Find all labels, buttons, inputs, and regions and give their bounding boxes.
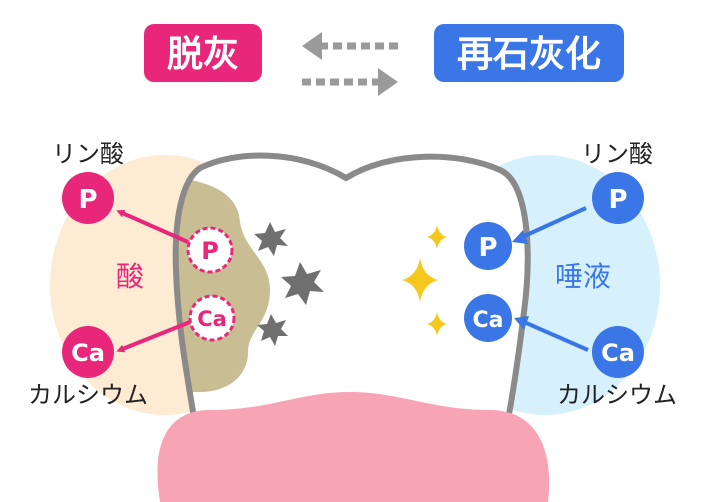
tooth-outline	[172, 152, 531, 433]
left-calcium-label: カルシウム	[28, 381, 148, 409]
sparkle-icon	[427, 225, 447, 249]
inner-left-calcium-symbol: Ca	[197, 307, 227, 331]
inner-right-calcium-symbol: Ca	[473, 308, 504, 333]
inner-right-calcium-ion	[464, 294, 512, 342]
damage-star-icon	[257, 314, 288, 346]
inner-left-phosphate-ion	[186, 226, 234, 274]
acid-label: 酸	[116, 260, 144, 293]
title-left-box	[144, 24, 262, 82]
title-left: 脱灰	[167, 34, 239, 75]
exchange-arrows	[302, 32, 398, 96]
inner-left-phosphate-symbol: P	[201, 237, 219, 265]
left-phosphate-ion	[62, 172, 114, 224]
left-phosphate-label: リン酸	[52, 140, 124, 168]
right-arrow-phosphate-head	[512, 230, 528, 244]
arrow-right-head	[378, 68, 398, 96]
right-calcium-ion	[592, 326, 644, 378]
title-right-box	[434, 24, 624, 82]
right-phosphate-symbol: P	[608, 185, 627, 215]
right-phosphate-label: リン酸	[581, 140, 653, 168]
left-phosphate-symbol: P	[78, 185, 97, 215]
left-calcium-ion	[62, 326, 114, 378]
inner-right-phosphate-symbol: P	[478, 233, 497, 263]
right-phosphate-ion	[592, 172, 644, 224]
inner-left-calcium-ion	[188, 294, 236, 342]
tooth-crown	[175, 155, 528, 430]
gum	[157, 392, 550, 502]
saliva-label: 唾液	[555, 260, 611, 293]
right-calcium-symbol: Ca	[601, 339, 635, 367]
left-arrow-calcium	[116, 320, 191, 353]
inner-right-phosphate-ion	[464, 222, 512, 270]
right-calcium-label: カルシウム	[557, 381, 677, 409]
damage-star-icon	[281, 262, 324, 305]
right-arrow-phosphate	[519, 206, 587, 240]
sparkle-icon	[402, 258, 438, 302]
right-arrow-calcium	[523, 320, 589, 352]
title-right: 再石灰化	[457, 34, 601, 75]
damage-star-icon	[254, 222, 288, 256]
right-arrow-calcium-head	[514, 316, 529, 330]
left-calcium-symbol: Ca	[71, 339, 105, 367]
arrow-left-head	[302, 32, 322, 60]
sparkle-icon	[427, 312, 447, 336]
left-arrow-phosphate	[116, 209, 189, 244]
